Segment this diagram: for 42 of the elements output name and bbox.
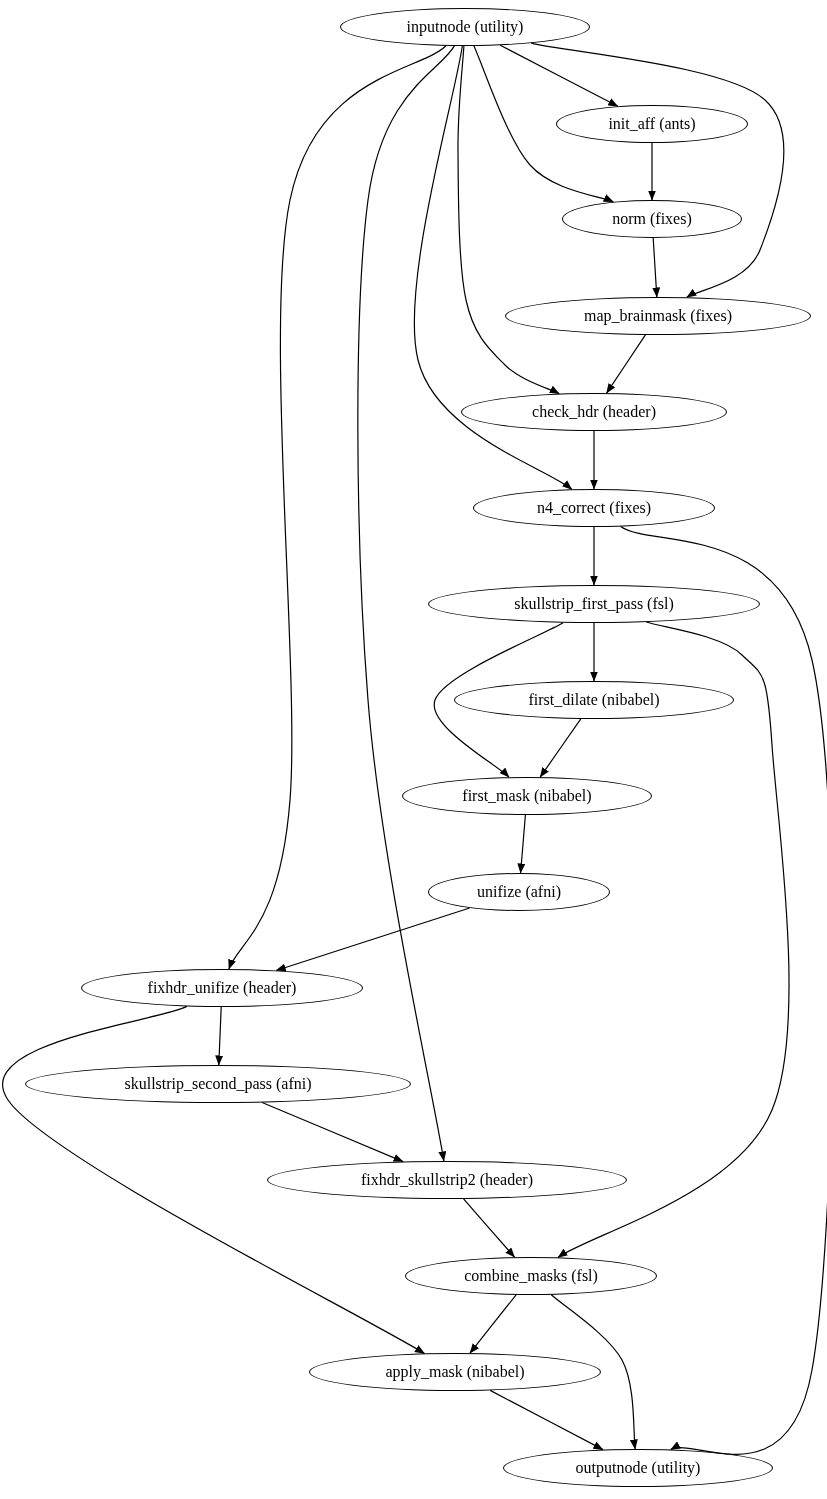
arrow (499, 44, 619, 107)
arrow (590, 622, 598, 682)
node-label: fixhdr_skullstrip2 (header) (361, 1171, 533, 1189)
arrow (457, 45, 560, 395)
arrow (413, 45, 573, 490)
node-label: outputnode (utility) (575, 1459, 701, 1477)
arrow (539, 718, 582, 778)
node-label: map_brainmask (fixes) (584, 307, 732, 325)
arrow (590, 526, 598, 586)
arrow (228, 45, 447, 970)
arrow (652, 237, 661, 298)
node-label: combine_masks (fsl) (464, 1267, 598, 1285)
arrow (463, 1198, 516, 1258)
arrow (275, 907, 471, 972)
arrow (648, 142, 656, 201)
arrow (517, 814, 526, 874)
arrow (620, 525, 827, 1455)
node-label: skullstrip_second_pass (afni) (124, 1075, 312, 1093)
arrow (530, 42, 785, 298)
node-label: n4_correct (fixes) (536, 499, 652, 517)
arrow (469, 1294, 517, 1354)
arrow (550, 1294, 639, 1450)
node-label: norm (fixes) (612, 210, 692, 228)
node-label: skullstrip_first_pass (fsl) (514, 595, 674, 613)
arrow (433, 622, 564, 778)
arrow (357, 45, 455, 1162)
node-label: apply_mask (nibabel) (385, 1363, 525, 1381)
arrow (606, 334, 646, 394)
arrow (557, 621, 790, 1259)
arrow (215, 1006, 224, 1066)
arrow (473, 45, 614, 203)
arrow (2, 1005, 426, 1354)
node-label: first_dilate (nibabel) (528, 691, 660, 709)
arrow (261, 1101, 404, 1163)
arrow (590, 430, 598, 490)
node-label: inputnode (utility) (406, 18, 524, 36)
node-label: first_mask (nibabel) (462, 787, 592, 805)
node-label: fixhdr_unifize (header) (147, 979, 297, 997)
arrow (489, 1389, 604, 1451)
node-label: unifize (afni) (477, 883, 561, 901)
node-label: init_aff (ants) (608, 115, 696, 133)
node-label: check_hdr (header) (532, 403, 656, 421)
